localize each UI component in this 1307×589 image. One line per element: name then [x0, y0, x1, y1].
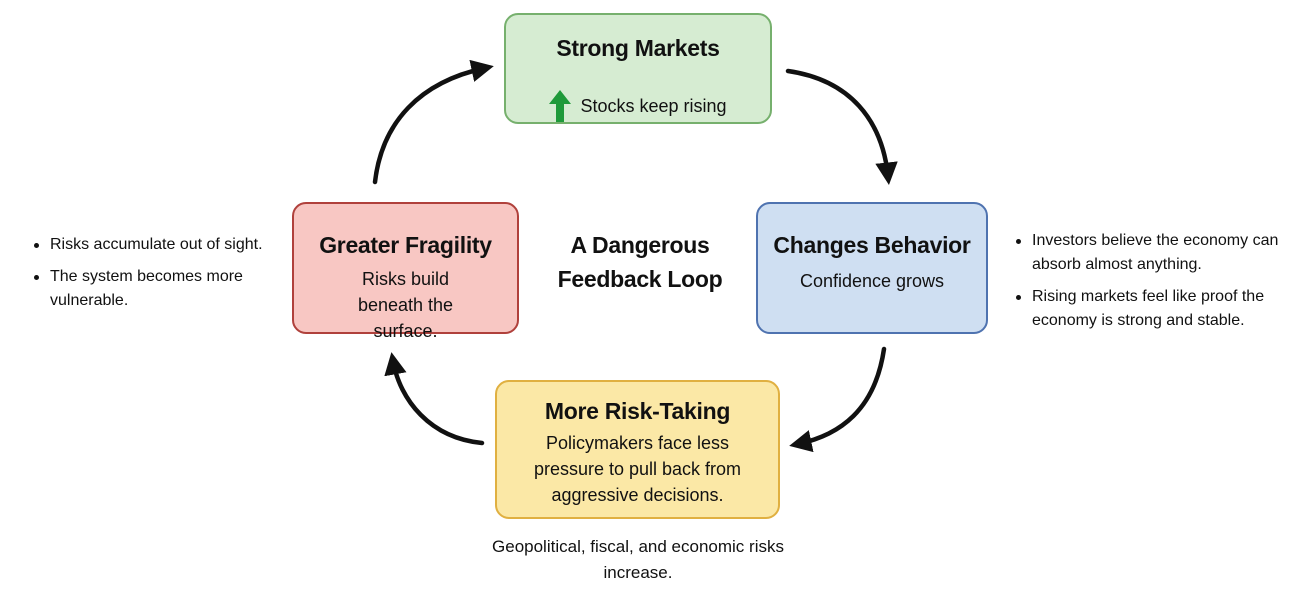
arrow-behavior-to-risk [789, 346, 887, 453]
left-notes: Risks accumulate out of sight. The syste… [33, 233, 283, 321]
node-strong-markets-title: Strong Markets [556, 35, 720, 61]
right-note-item: Investors believe the economy can absorb… [1015, 229, 1300, 277]
arrow-risk-to-fragility [384, 352, 485, 446]
left-note-item: Risks accumulate out of sight. [33, 233, 283, 257]
node-greater-fragility-subtitle: Risks build beneath the surface. [357, 269, 454, 341]
node-changes-behavior-title: Changes Behavior [773, 232, 971, 258]
node-strong-markets-subtitle: Stocks keep rising [580, 96, 727, 116]
node-greater-fragility: Greater Fragility Risks build beneath th… [292, 202, 519, 341]
node-changes-behavior: Changes Behavior Confidence grows [756, 202, 988, 334]
node-changes-behavior-subtitle: Confidence grows [799, 271, 945, 291]
bottom-note: Geopolitical, fiscal, and economic risks… [492, 537, 784, 582]
node-more-risk-taking: More Risk-Taking Policymakers face less … [495, 380, 780, 519]
node-more-risk-taking-title: More Risk-Taking [544, 398, 731, 424]
right-note-item: Rising markets feel like proof the econo… [1015, 285, 1300, 333]
center-title: A Dangerous Feedback Loop [557, 232, 723, 292]
left-note-item: The system becomes more vulnerable. [33, 265, 283, 313]
arrow-fragility-to-strong [372, 59, 494, 185]
node-greater-fragility-title: Greater Fragility [319, 232, 492, 258]
right-notes: Investors believe the economy can absorb… [1015, 229, 1300, 341]
node-more-risk-taking-subtitle: Policymakers face less pressure to pull … [533, 433, 742, 505]
arrow-strong-to-behavior [785, 68, 898, 185]
green-up-arrow-icon [549, 90, 572, 122]
node-strong-markets: Strong Markets Stocks keep rising [504, 13, 772, 124]
